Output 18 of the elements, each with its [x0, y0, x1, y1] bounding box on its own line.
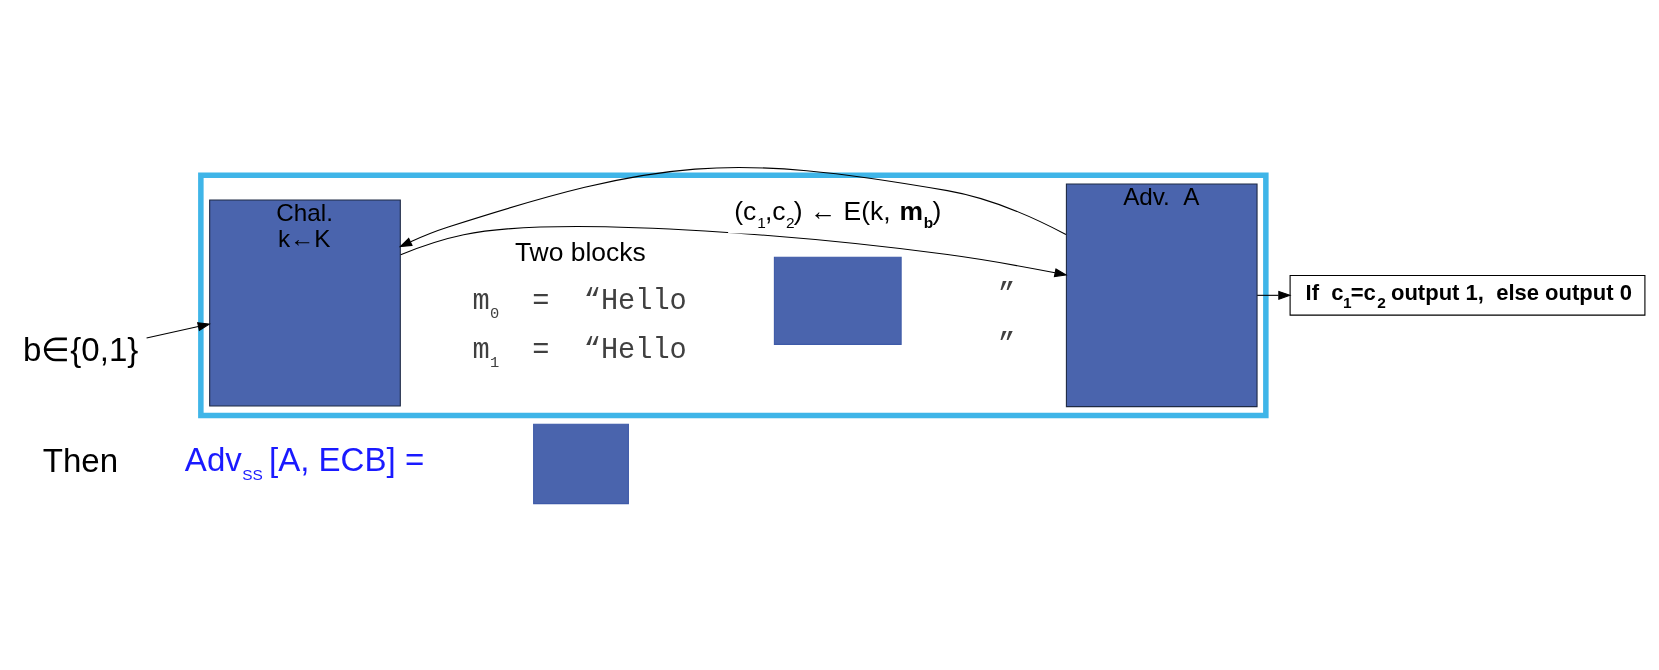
node-box — [533, 423, 629, 505]
arrow — [1256, 290, 1292, 300]
edge-label: (c$_{1}$,c$_{2}$) ← E(k, m$_{b}$) — [734, 195, 942, 232]
node-text: b∈{0,1} — [22, 330, 139, 368]
label: m$_{1}$ = “Hello — [472, 334, 687, 373]
label: Adv$_{SS}$ [A, ECB] = — [184, 441, 425, 483]
arrow — [146, 322, 211, 339]
arrow — [400, 226, 1068, 278]
label: Two blocks — [514, 237, 646, 268]
node-box — [773, 256, 902, 345]
label: m$_{0}$ = “Hello — [472, 284, 687, 323]
label: ” — [998, 328, 1016, 362]
node-box: Adv. A — [1065, 183, 1258, 408]
node-box: Chal. k←K — [209, 199, 401, 407]
node-box: If c$_{1}$=c$_{2}$ output 1, else output 0 — [1289, 274, 1646, 316]
arrow — [398, 166, 1067, 248]
label: Then — [42, 442, 119, 480]
label: ” — [998, 279, 1016, 313]
